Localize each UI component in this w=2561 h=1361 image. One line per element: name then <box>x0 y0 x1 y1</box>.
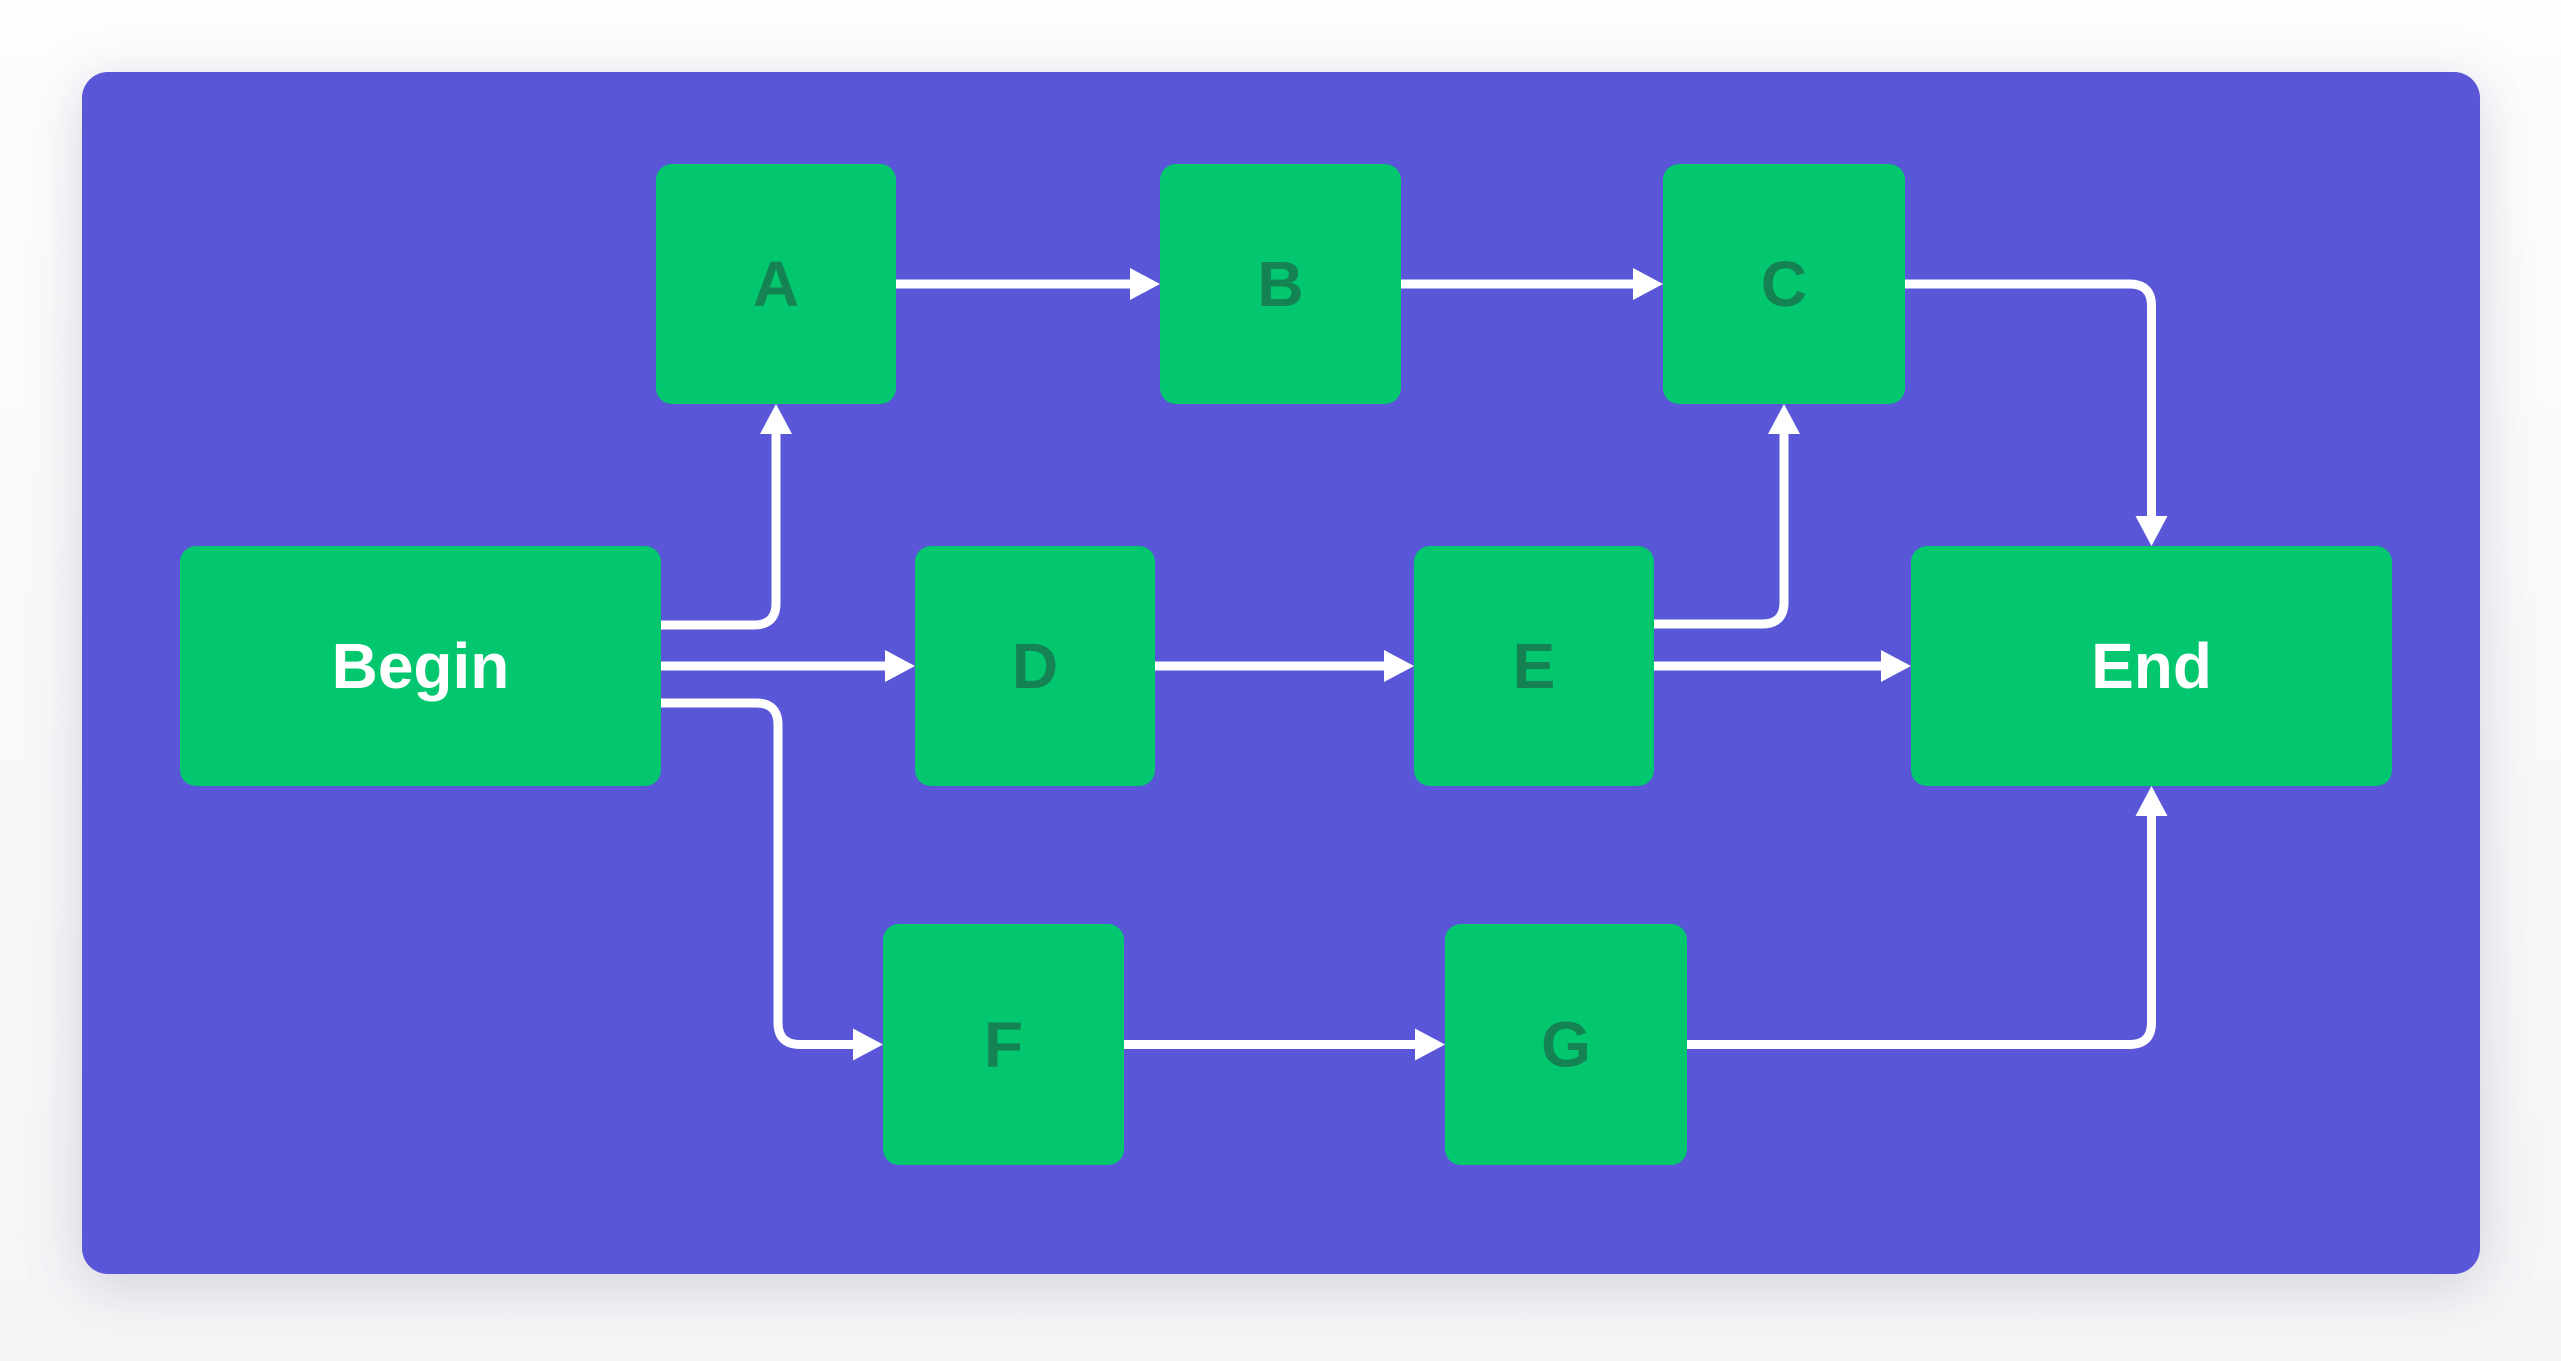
node-end-box <box>1911 546 2392 786</box>
node-g-label: G <box>1541 1009 1591 1081</box>
node-c: C <box>1663 164 1905 404</box>
node-layer: Begin A B C D E F G End <box>180 164 2392 1165</box>
node-f-label: F <box>984 1009 1023 1081</box>
edge-begin-d <box>661 650 915 682</box>
node-e-label: E <box>1513 630 1556 702</box>
edge-c-end-line <box>1905 279 2156 520</box>
edge-begin-d-arrowhead-icon <box>885 650 915 682</box>
node-begin-box <box>180 546 661 786</box>
edge-g-end-line <box>1687 812 2156 1049</box>
edge-g-end <box>1687 786 2168 1049</box>
edge-e-end-arrowhead-icon <box>1881 650 1911 682</box>
edge-c-end-arrowhead-icon <box>2135 516 2168 546</box>
node-d-box <box>915 546 1155 786</box>
node-b: B <box>1160 164 1401 404</box>
node-d: D <box>915 546 1155 786</box>
node-f: F <box>883 924 1124 1165</box>
node-a-label: A <box>753 248 799 320</box>
edge-e-c-arrowhead-icon <box>1768 404 1800 434</box>
edge-b-c-arrowhead-icon <box>1633 268 1663 300</box>
edge-e-c-line <box>1654 430 1789 629</box>
node-begin-label: Begin <box>332 630 510 702</box>
edge-layer <box>661 268 2168 1061</box>
edge-a-b <box>896 268 1160 300</box>
node-end: End <box>1911 546 2392 786</box>
node-g-box <box>1445 924 1687 1165</box>
edge-b-c <box>1401 268 1663 300</box>
node-g: G <box>1445 924 1687 1165</box>
edge-g-end-arrowhead-icon <box>2135 786 2168 816</box>
edge-d-e-arrowhead-icon <box>1384 650 1414 682</box>
edge-f-g <box>1124 1028 1445 1061</box>
edge-e-end <box>1654 650 1911 682</box>
edge-c-end <box>1905 279 2168 546</box>
node-e-box <box>1414 546 1654 786</box>
edge-begin-f <box>661 698 883 1061</box>
node-d-label: D <box>1012 630 1058 702</box>
edge-begin-a-line <box>661 430 781 630</box>
edge-begin-a <box>661 404 792 630</box>
node-end-label: End <box>2091 630 2212 702</box>
edge-begin-f-arrowhead-icon <box>853 1028 883 1061</box>
edge-begin-a-arrowhead-icon <box>760 404 792 434</box>
node-e: E <box>1414 546 1654 786</box>
node-c-label: C <box>1761 248 1807 320</box>
node-a-box <box>656 164 896 404</box>
edge-e-c <box>1654 404 1800 629</box>
node-a: A <box>656 164 896 404</box>
edge-a-b-arrowhead-icon <box>1130 268 1160 300</box>
node-c-box <box>1663 164 1905 404</box>
node-b-label: B <box>1257 248 1303 320</box>
edge-begin-f-line <box>661 698 857 1049</box>
edge-f-g-arrowhead-icon <box>1415 1028 1445 1061</box>
node-f-box <box>883 924 1124 1165</box>
node-begin: Begin <box>180 546 661 786</box>
node-b-box <box>1160 164 1401 404</box>
edge-d-e <box>1155 650 1414 682</box>
